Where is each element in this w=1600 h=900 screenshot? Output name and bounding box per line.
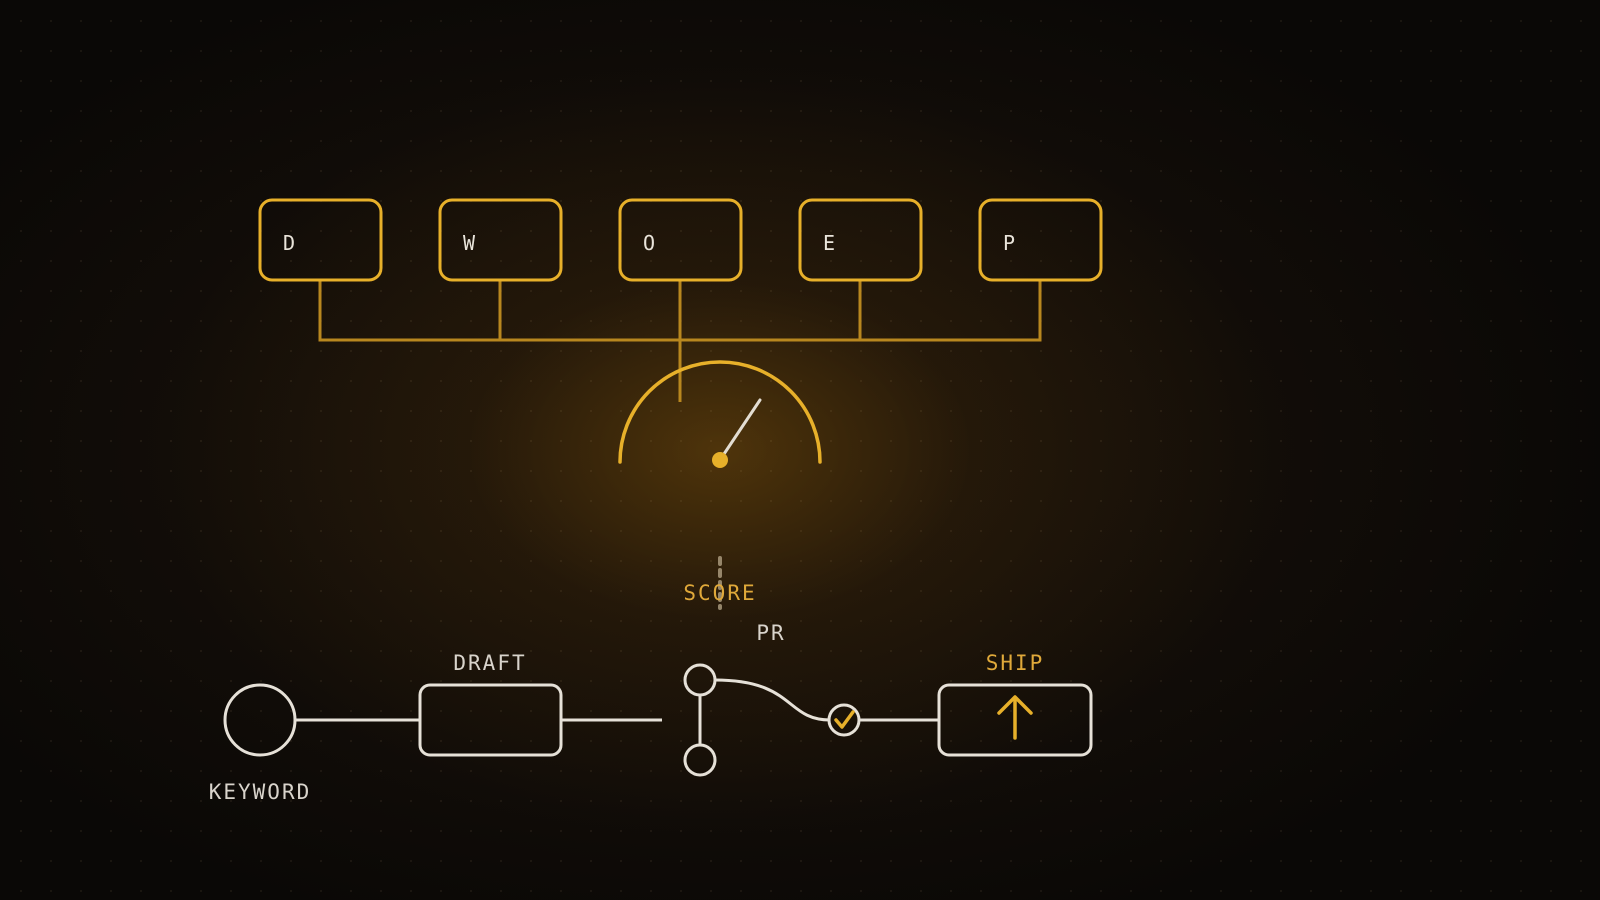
pr-node[interactable]: PR (683, 621, 861, 777)
pr-label: PR (756, 621, 785, 645)
gauge-arc (618, 360, 822, 464)
git-branch-icon (683, 663, 717, 777)
key-box-d[interactable]: D (258, 198, 383, 282)
key-frame (258, 198, 383, 282)
branch-node-top (683, 663, 717, 697)
draft-label: DRAFT (453, 651, 526, 675)
key-frame (438, 198, 563, 282)
pipeline-connectors (295, 678, 939, 745)
key-box-p[interactable]: P (978, 198, 1103, 282)
score-label: SCORE (683, 581, 756, 605)
key-row: D W O E P (258, 198, 1103, 282)
key-frame (978, 198, 1103, 282)
key-connectors (318, 281, 1042, 402)
ship-node[interactable]: SHIP (937, 651, 1093, 757)
keyword-label: KEYWORD (209, 780, 312, 804)
branch-node-bottom (683, 743, 717, 777)
key-letter: E (823, 231, 835, 255)
circle-icon (223, 683, 297, 757)
arrow-up-icon (997, 695, 1033, 740)
draft-box (418, 683, 563, 757)
key-frame (618, 198, 743, 282)
key-frame (798, 198, 923, 282)
branch-curve (714, 678, 831, 722)
check-mark (834, 710, 855, 729)
arrow-head (997, 695, 1033, 715)
gauge-needle (718, 398, 762, 462)
key-box-w[interactable]: W (438, 198, 563, 282)
keyword-node[interactable]: KEYWORD (209, 683, 312, 804)
key-letter: O (643, 231, 655, 255)
key-letter: D (283, 231, 295, 255)
draft-node[interactable]: DRAFT (418, 651, 563, 757)
key-letter: W (463, 231, 476, 255)
key-letter: P (1003, 231, 1015, 255)
gauge-pivot (712, 452, 728, 468)
merged-node (827, 703, 861, 737)
check-icon (827, 703, 861, 737)
gauge-icon (618, 360, 822, 468)
key-box-e[interactable]: E (798, 198, 923, 282)
ship-label: SHIP (986, 651, 1045, 675)
ship-box (937, 683, 1093, 757)
key-box-o[interactable]: O (618, 198, 743, 282)
